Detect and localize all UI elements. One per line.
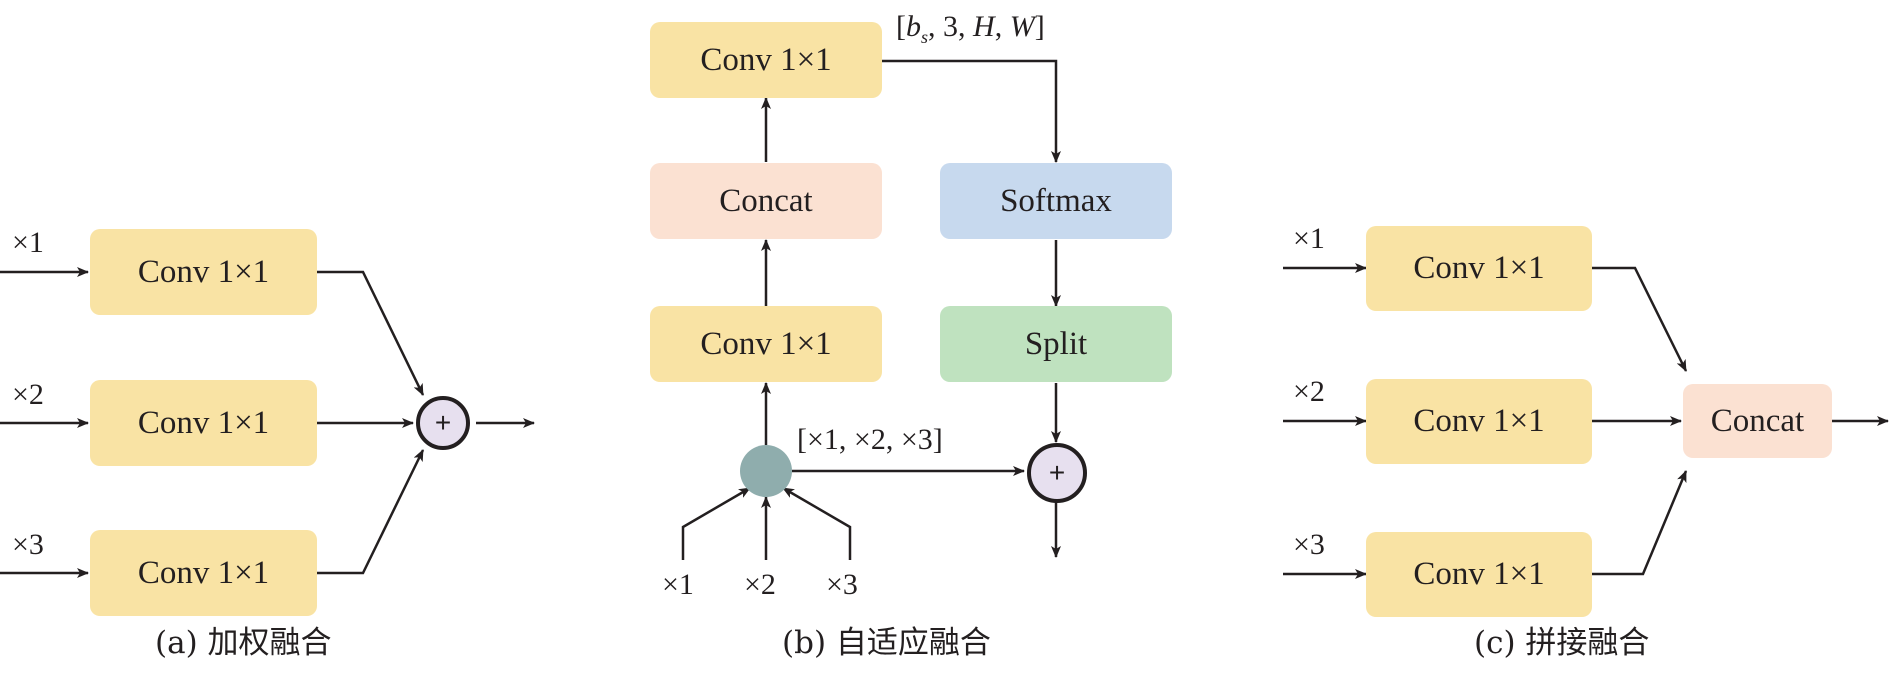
c-input-label-3: ×3: [1293, 528, 1325, 561]
b-softmax-block: Softmax: [940, 163, 1172, 239]
b-concat-vector-label: [×1, ×2, ×3]: [797, 423, 943, 456]
b-input-line-1: [681, 486, 751, 560]
a-branch-3-line: [317, 449, 425, 575]
c-branch-3-line: [1592, 470, 1688, 576]
b-merge-node: [740, 445, 792, 497]
a-conv-block-2: Conv 1×1: [90, 380, 317, 466]
c-input-label-2: ×2: [1293, 375, 1325, 408]
b-shape-label-sep: ,: [994, 10, 1010, 43]
b-conv-top: Conv 1×1: [650, 22, 882, 98]
b-shape-label-w: W: [1009, 10, 1035, 43]
c-branch-1-line: [1592, 266, 1688, 372]
a-conv-block-1: Conv 1×1: [90, 229, 317, 315]
c-caption: (c) 拼接融合: [1474, 625, 1650, 661]
b-shape-label: [bs, 3, H, W]: [896, 10, 1045, 47]
a-input-label-3: ×3: [12, 528, 44, 561]
b-caption: (b) 自适应融合: [782, 625, 991, 661]
b-shape-label-b: b: [906, 10, 921, 43]
b-concat-block: Concat: [650, 163, 882, 239]
b-input-label-2: ×2: [744, 568, 776, 601]
b-conv-bottom: Conv 1×1: [650, 306, 882, 382]
b-shape-label-sub: s: [921, 27, 929, 47]
c-conv-block-1: Conv 1×1: [1366, 226, 1592, 311]
a-input-label-1: ×1: [12, 226, 44, 259]
b-shape-label-close: ]: [1034, 10, 1045, 43]
a-input-label-2: ×2: [12, 378, 44, 411]
b-input-line-3: [782, 486, 852, 560]
b-shape-label-open: [: [896, 10, 906, 43]
a-branch-1-line: [317, 270, 425, 396]
b-shape-label-h: H: [973, 10, 995, 43]
b-sum-node: +: [1027, 443, 1087, 503]
b-input-label-1: ×1: [662, 568, 694, 601]
b-conv-to-softmax: [882, 59, 1061, 163]
a-sum-node: +: [416, 396, 470, 450]
c-input-label-1: ×1: [1293, 222, 1325, 255]
c-concat-block: Concat: [1683, 384, 1832, 458]
c-conv-block-2: Conv 1×1: [1366, 379, 1592, 464]
b-split-block: Split: [940, 306, 1172, 382]
b-shape-label-rest: , 3,: [928, 10, 974, 43]
b-input-label-3: ×3: [826, 568, 858, 601]
a-caption: (a) 加权融合: [155, 625, 332, 661]
a-conv-block-3: Conv 1×1: [90, 530, 317, 616]
c-conv-block-3: Conv 1×1: [1366, 532, 1592, 617]
